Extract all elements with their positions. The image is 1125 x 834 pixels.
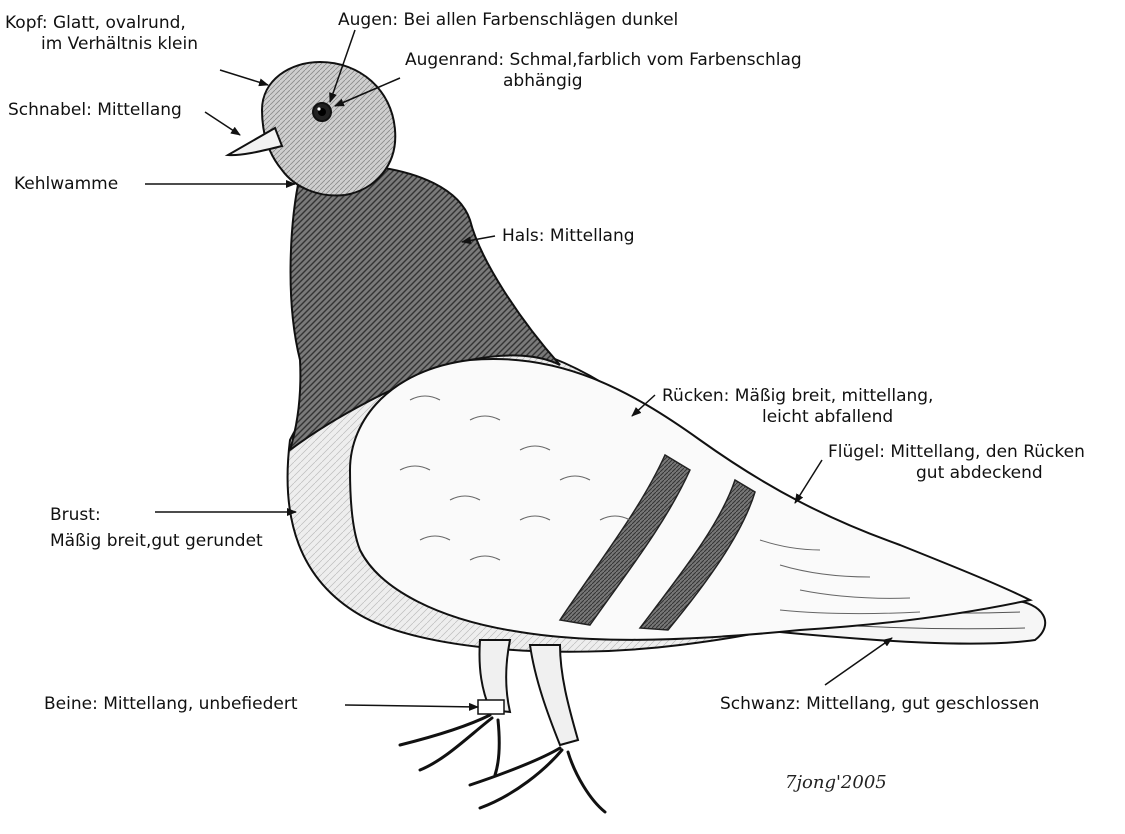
leg-band (478, 700, 504, 714)
label-kehlwamme: Kehlwamme (14, 174, 118, 195)
label-brust: Brust: Mäßig breit,gut gerundet (50, 505, 263, 552)
label-kopf: Kopf: Glatt, ovalrund, im Verhältnis kle… (5, 13, 198, 55)
label-fluegel: Flügel: Mittellang, den Rücken gut abdec… (828, 442, 1085, 484)
label-augen: Augen: Bei allen Farbenschlägen dunkel (338, 10, 678, 31)
label-ruecken: Rücken: Mäßig breit, mittellang, leicht … (662, 386, 933, 428)
head (262, 62, 395, 196)
label-augenrand: Augenrand: Schmal,farblich vom Farbensch… (405, 50, 802, 92)
leg-right (530, 645, 578, 745)
label-schwanz: Schwanz: Mittellang, gut geschlossen (720, 694, 1039, 715)
label-schnabel: Schnabel: Mittellang (8, 100, 182, 121)
label-hals: Hals: Mittellang (502, 226, 635, 247)
artist-signature: 7jong'2005 (785, 772, 887, 793)
label-beine: Beine: Mittellang, unbefiedert (44, 694, 298, 715)
